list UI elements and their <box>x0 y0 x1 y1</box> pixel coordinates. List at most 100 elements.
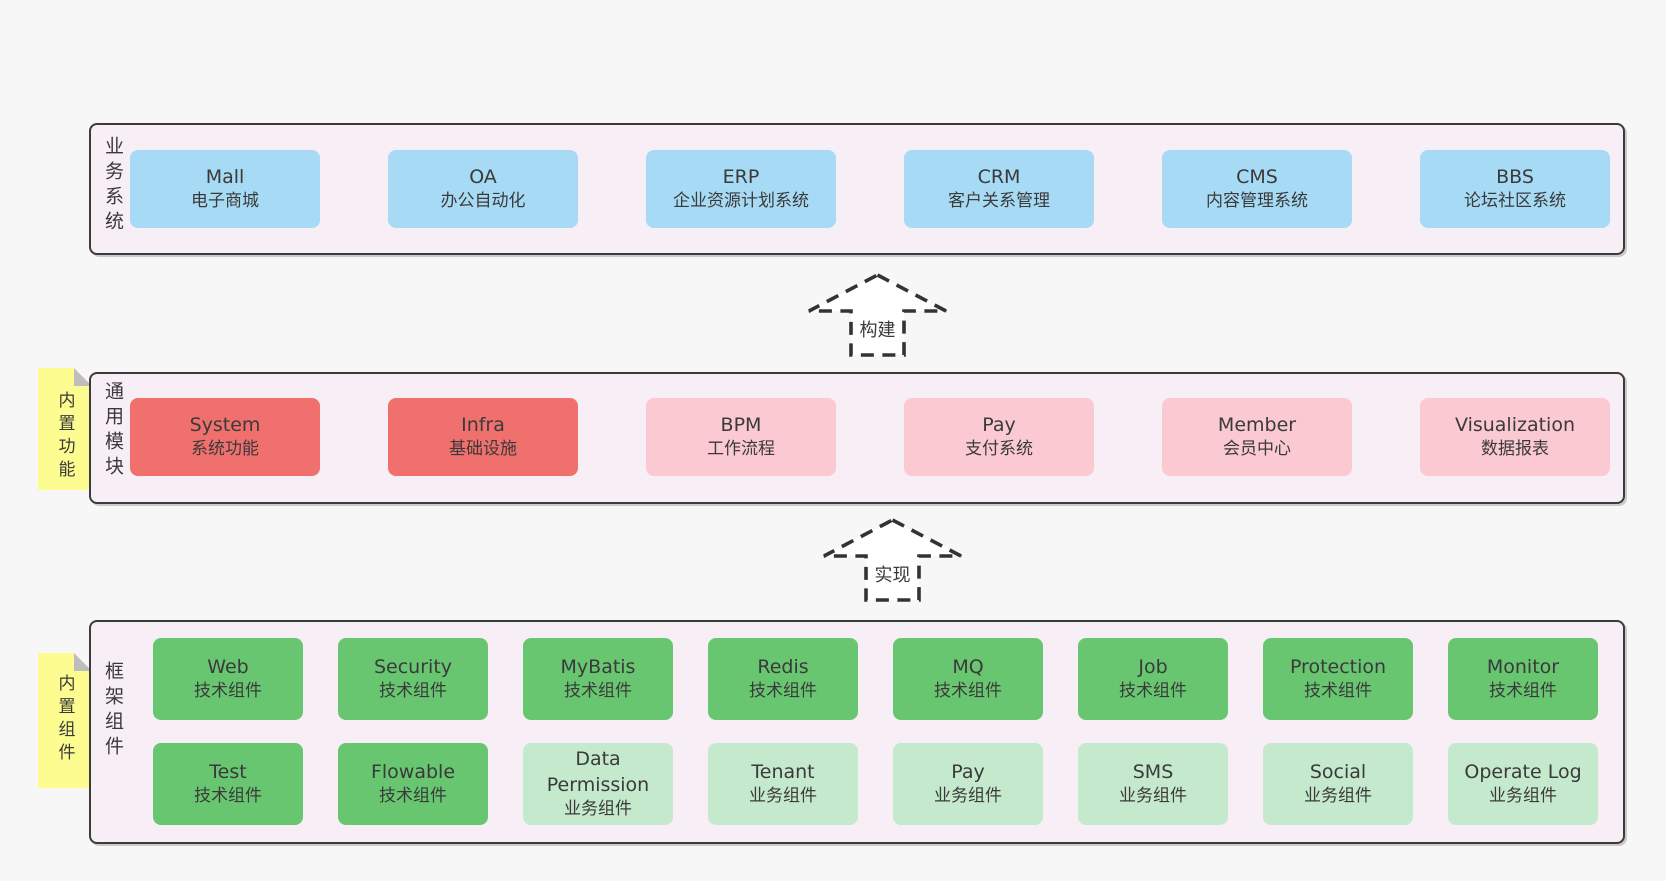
panel-framework-label: 框架组件 <box>102 661 124 761</box>
module-box-subtitle: 业务组件 <box>934 786 1002 807</box>
module-box-subtitle: 工作流程 <box>707 439 775 460</box>
module-box-title: MQ <box>952 656 984 679</box>
build-arrow-up-icon: 构建 <box>805 271 950 359</box>
module-box-title: Web <box>207 656 249 679</box>
sticky-builtin-features-label: 内置功能 <box>54 391 75 483</box>
module-box-title: BPM <box>720 414 762 437</box>
sticky-builtin-components-label: 内置组件 <box>54 674 75 766</box>
module-box-title: Security <box>373 656 453 679</box>
module-box-subtitle: 办公自动化 <box>440 191 526 212</box>
module-box-subtitle: 客户关系管理 <box>948 191 1050 212</box>
implement-arrow-label: 实现 <box>872 561 913 587</box>
module-box-title: Tenant <box>751 761 815 784</box>
module-box-title: Job <box>1138 656 1168 679</box>
module-box-subtitle: 技术组件 <box>564 681 632 702</box>
module-box-title: Test <box>209 761 247 784</box>
module-box-subtitle: 会员中心 <box>1223 439 1291 460</box>
module-box-subtitle: 数据报表 <box>1481 439 1549 460</box>
module-box-title: SMS <box>1132 761 1174 784</box>
module-box-subtitle: 技术组件 <box>194 681 262 702</box>
module-box-subtitle: 基础设施 <box>449 439 517 460</box>
arrow-up-outline-icon <box>808 272 947 357</box>
build-arrow-label: 构建 <box>857 316 898 342</box>
module-box-title: ERP <box>722 166 760 189</box>
module-box-title: Pay <box>951 761 985 784</box>
module-box-subtitle: 业务组件 <box>749 786 817 807</box>
module-box-subtitle: 企业资源计划系统 <box>673 191 809 212</box>
module-box-subtitle: 业务组件 <box>564 799 632 820</box>
module-box-subtitle: 技术组件 <box>749 681 817 702</box>
module-box-title: BBS <box>1496 166 1534 189</box>
module-box-title: Visualization <box>1454 414 1575 437</box>
module-box-subtitle: 技术组件 <box>1304 681 1372 702</box>
module-box-title: Mall <box>205 166 245 189</box>
module-box-title: CMS <box>1236 166 1278 189</box>
module-box-title: Data Permission <box>546 748 650 797</box>
implement-arrow-up-icon: 实现 <box>820 516 965 604</box>
module-box-title: Redis <box>757 656 809 679</box>
arrow-up-outline-icon <box>823 517 962 602</box>
module-box-subtitle: 技术组件 <box>934 681 1002 702</box>
module-box-subtitle: 系统功能 <box>191 439 259 460</box>
module-box-title: Protection <box>1289 656 1387 679</box>
module-box-subtitle: 内容管理系统 <box>1206 191 1308 212</box>
module-box-title: Infra <box>461 414 505 437</box>
module-box-title: System <box>189 414 261 437</box>
module-box-title: OA <box>469 166 497 189</box>
sticky-note-builtin-components: 内置组件 <box>38 653 92 788</box>
module-box-title: Operate Log <box>1464 761 1582 784</box>
module-box-subtitle: 论坛社区系统 <box>1464 191 1566 212</box>
module-box-subtitle: 业务组件 <box>1304 786 1372 807</box>
module-box-subtitle: 技术组件 <box>1489 681 1557 702</box>
panel-business-label: 业务系统 <box>102 136 124 236</box>
module-box-subtitle: 技术组件 <box>194 786 262 807</box>
module-box-subtitle: 技术组件 <box>379 786 447 807</box>
module-box-subtitle: 支付系统 <box>965 439 1033 460</box>
module-box-title: Member <box>1217 414 1297 437</box>
module-box-subtitle: 技术组件 <box>1119 681 1187 702</box>
panel-common-label: 通用模块 <box>102 381 124 481</box>
module-box-title: Flowable <box>370 761 456 784</box>
module-box-subtitle: 电子商城 <box>191 191 259 212</box>
sticky-note-builtin-features: 内置功能 <box>38 368 92 490</box>
module-box-title: MyBatis <box>560 656 636 679</box>
module-box-subtitle: 技术组件 <box>379 681 447 702</box>
module-box-title: Monitor <box>1486 656 1560 679</box>
module-box-title: Pay <box>982 414 1016 437</box>
module-box-title: Social <box>1309 761 1367 784</box>
